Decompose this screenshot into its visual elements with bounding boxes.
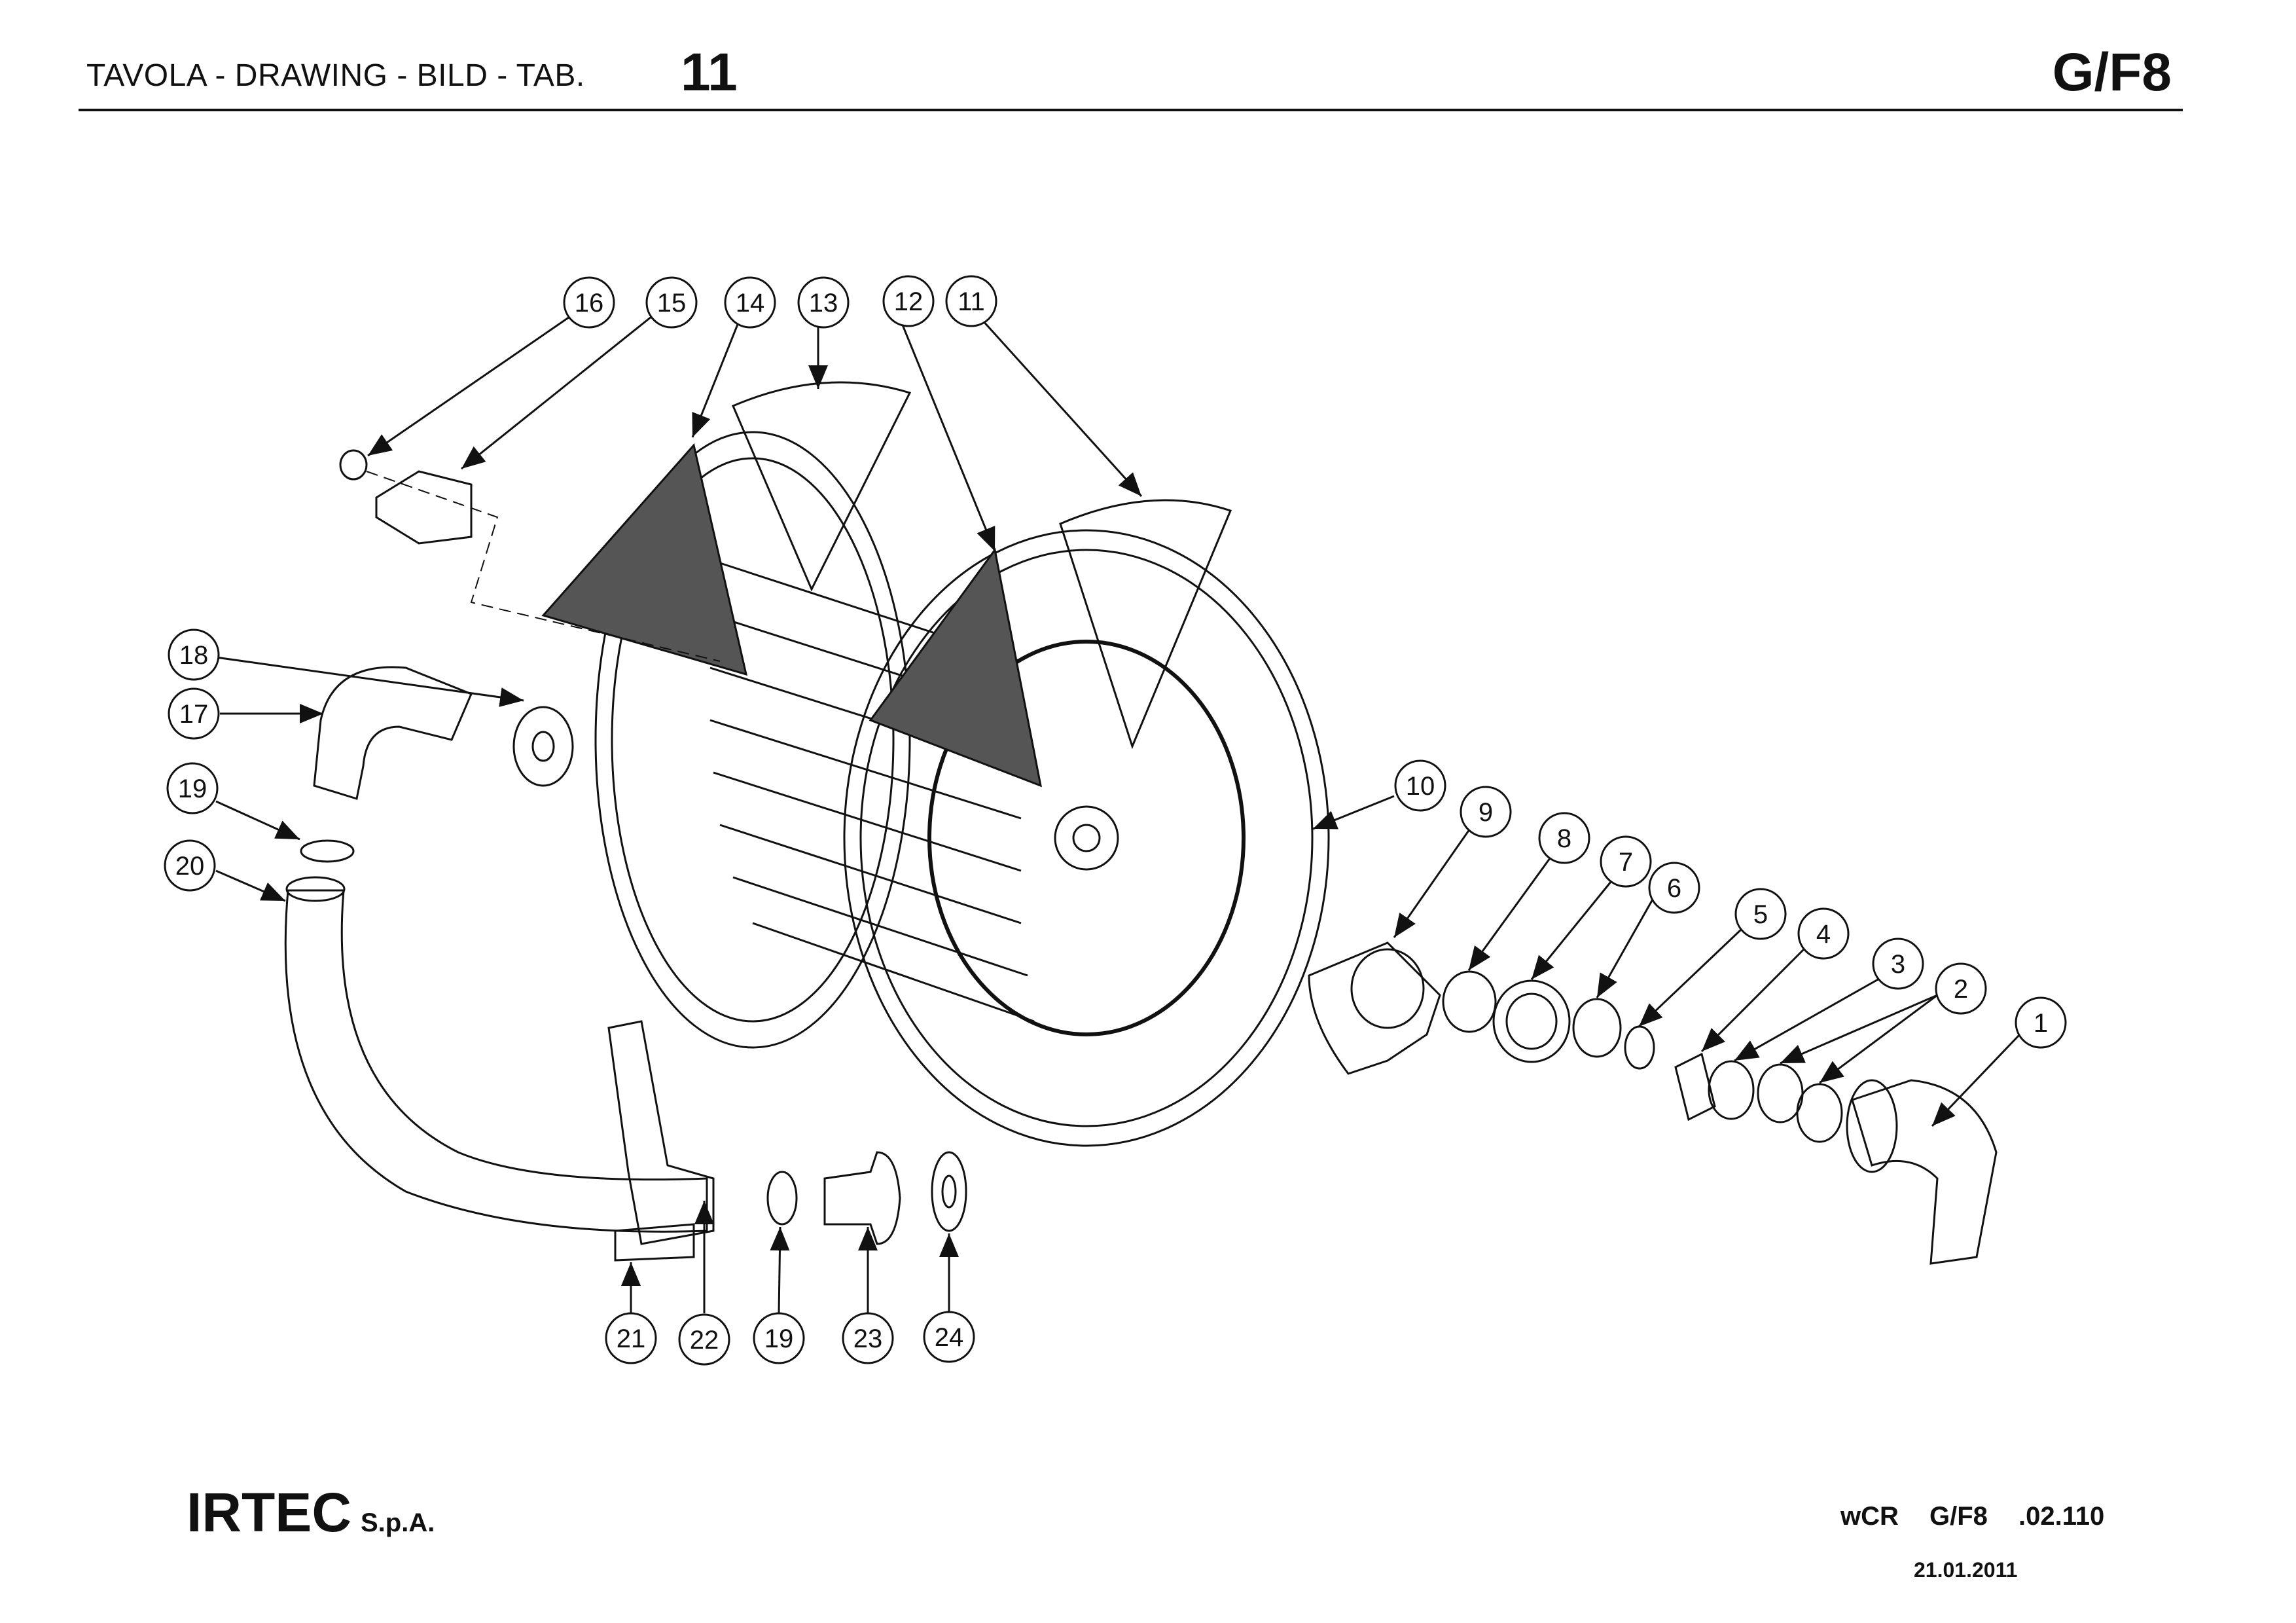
callout-label: 22 [690, 1326, 719, 1355]
callout-label: 14 [736, 289, 765, 318]
callout-20: 20 [164, 839, 216, 892]
callout-15: 15 [645, 276, 698, 329]
callout-5: 5 [1734, 888, 1787, 940]
callout-label: 5 [1753, 900, 1768, 929]
callout-label: 23 [853, 1324, 883, 1353]
bearing-housing-9 [1308, 941, 1441, 1075]
threaded-flange-23 [823, 1151, 901, 1245]
callout-label: 11 [958, 287, 985, 316]
callout-12: 12 [882, 275, 935, 327]
side-guard-plate-14 [541, 443, 748, 676]
flange-gasket-24 [931, 1151, 967, 1232]
hose-clamp-19b [766, 1171, 798, 1226]
drum-guard-plate-11 [1059, 499, 1232, 750]
callout-10: 10 [1394, 759, 1446, 812]
callout-6: 6 [1648, 862, 1700, 914]
callout-label: 7 [1619, 848, 1633, 877]
callout-label: 20 [175, 852, 205, 881]
pipe-support-22 [607, 1020, 715, 1245]
callout-21: 21 [605, 1312, 657, 1364]
elbow-pipe-17 [313, 666, 473, 800]
seal-ring-8 [1442, 970, 1497, 1033]
callout-24: 24 [923, 1311, 975, 1363]
callout-label: 12 [894, 287, 924, 316]
hose-clamp-19a [300, 839, 355, 863]
callout-label: 17 [179, 700, 209, 729]
callout-14: 14 [724, 276, 776, 329]
inner-guard-plate-12 [869, 547, 1042, 788]
callout-11: 11 [945, 275, 997, 327]
bearing-support-15 [375, 470, 473, 545]
callout-1: 1 [2015, 996, 2067, 1049]
callout-13: 13 [797, 276, 850, 329]
callout-label: 6 [1667, 874, 1681, 903]
spacer-sleeve-4 [1674, 1052, 1716, 1122]
callout-label: 13 [809, 289, 838, 318]
callout-label: 18 [179, 641, 209, 670]
bearing-7 [1492, 979, 1571, 1063]
drawing-date: 21.01.2011 [1914, 1558, 2018, 1582]
flange-gasket-18 [512, 706, 574, 787]
rear-drum-disc [594, 431, 911, 1049]
header-divider [79, 109, 2183, 111]
callout-label: 19 [764, 1324, 794, 1353]
callout-19a: 19 [166, 762, 219, 814]
callout-2: 2 [1935, 962, 1987, 1015]
callout-label: 16 [575, 289, 604, 318]
callout-18: 18 [168, 629, 220, 681]
callout-19b: 19 [753, 1312, 805, 1364]
callout-label: 9 [1479, 798, 1493, 827]
callout-8: 8 [1538, 812, 1590, 864]
callout-7: 7 [1600, 835, 1652, 888]
callout-3: 3 [1872, 938, 1924, 990]
callout-23: 23 [842, 1312, 894, 1364]
inlet-elbow-1 [1851, 1079, 1998, 1265]
parts-linework [284, 381, 1998, 1265]
callout-label: 1 [2034, 1009, 2048, 1038]
brand-suffix: S.p.A. [361, 1508, 435, 1537]
side-guard-plate-13 [732, 381, 912, 592]
support-bracket-21 [614, 1223, 695, 1262]
seal-ring-3 [1708, 1060, 1755, 1120]
callout-label: 8 [1557, 824, 1571, 853]
front-drum-disc [843, 529, 1330, 1147]
callout-label: 24 [935, 1323, 964, 1352]
drawing-table-title: TAVOLA - DRAWING - BILD - TAB. [86, 58, 585, 93]
seal-ring-2b [1796, 1083, 1843, 1143]
callout-22: 22 [678, 1313, 730, 1366]
callout-label: 10 [1406, 772, 1435, 801]
callout-9: 9 [1460, 786, 1512, 838]
callout-16: 16 [563, 276, 615, 329]
axis-center-line [366, 471, 721, 662]
leader-lines [215, 313, 2021, 1314]
callout-17: 17 [168, 687, 220, 740]
seal-ring-6 [1572, 998, 1622, 1058]
callout-label: 21 [617, 1324, 646, 1353]
callout-label: 3 [1891, 950, 1905, 979]
callout-4: 4 [1797, 907, 1850, 960]
o-ring-5 [1624, 1025, 1655, 1070]
callout-label: 2 [1954, 975, 1968, 1004]
drawing-table-number: 11 [681, 43, 738, 102]
callout-label: 19 [178, 775, 207, 803]
company-logo: IRTEC S.p.A. [187, 1481, 435, 1544]
curved-pipe-20 [284, 889, 708, 1233]
callout-label: 4 [1816, 920, 1831, 949]
brand-name: IRTEC [187, 1482, 351, 1543]
drawing-reference: wCR G/F8 .02.110 [1840, 1502, 2105, 1531]
retaining-ring-16 [339, 449, 368, 481]
drawing-code: G/F8 [2052, 43, 2172, 102]
callout-label: 15 [657, 289, 687, 318]
seal-ring-2a [1757, 1063, 1804, 1123]
